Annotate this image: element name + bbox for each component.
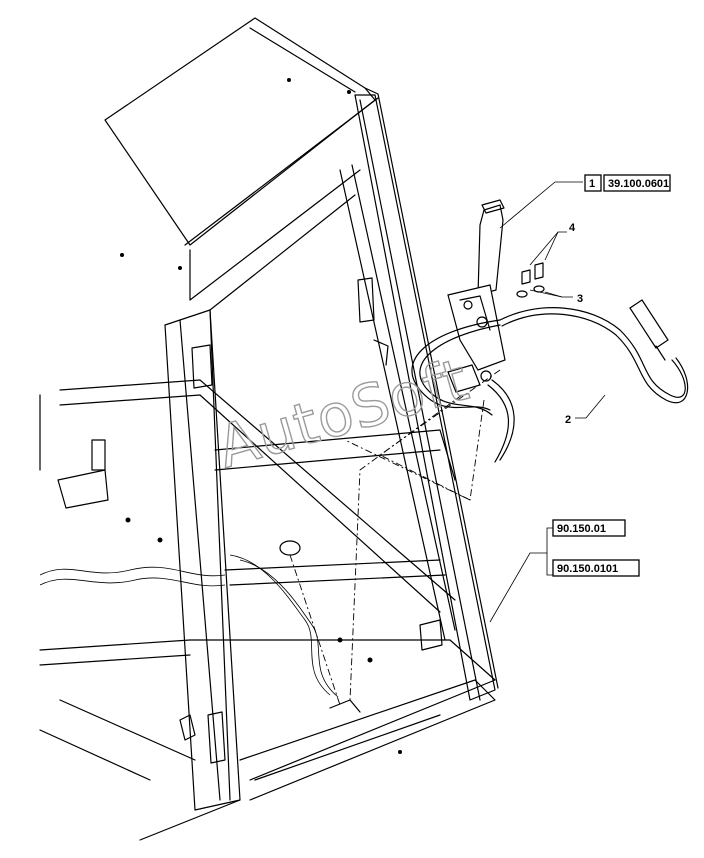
frame-ref-code-b: 90.150.0101 [557, 563, 618, 575]
ref-3-label[interactable]: 3 [577, 293, 583, 305]
frame-ref-code-a: 90.150.01 [557, 523, 606, 535]
ref-1-index: 1 [589, 178, 595, 190]
handbrake-lever-assembly [289, 199, 689, 706]
ref-1-code: 39.100.0601 [608, 178, 669, 190]
callout-frame-refs[interactable]: 90.150.01 90.150.0101 [552, 519, 640, 577]
cab-frame-drawing [39, 17, 499, 841]
callout-leaders [489, 181, 606, 623]
callout-ref-1[interactable]: 1 39.100.0601 [584, 174, 671, 192]
ref-2-label[interactable]: 2 [565, 414, 571, 426]
ref-4-label[interactable]: 4 [569, 222, 576, 234]
watermark-text: AutoSoft [210, 345, 476, 481]
